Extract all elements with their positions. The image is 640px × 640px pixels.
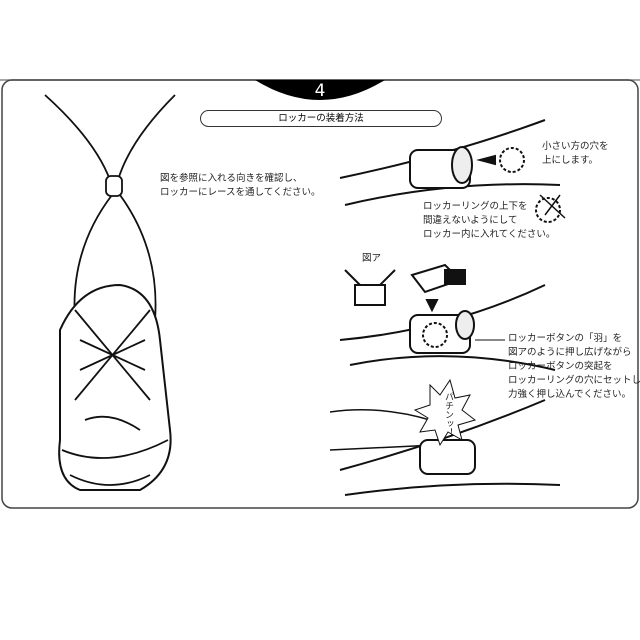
gear-icon [422, 322, 448, 348]
sound-effect: パチンッ！ [443, 392, 453, 437]
locker-step3 [329, 378, 561, 496]
step-badge [255, 80, 385, 100]
press-button-text: ロッカーボタンの「羽」を 図アのように押し広げながら ロッカーボタンの突起を ロ… [508, 332, 640, 402]
text-line: ロッカーリングの穴にセットし [508, 375, 640, 386]
gear-icon [499, 147, 525, 173]
text-line: ロッカーリングの上下を [423, 201, 528, 212]
cross-icon [539, 194, 566, 219]
small-hole-text: 小さい方の穴を 上にします。 [542, 140, 609, 168]
text-line: 図を参照に入れる向きを確認し、 [160, 173, 303, 184]
figure-label: 図ア [362, 253, 382, 264]
text-line: ロッカーボタンの突起を [508, 361, 613, 372]
text-line: ロッカーにレースを通してください。 [160, 187, 321, 198]
text-line: ロッカーボタンの「羽」を [508, 333, 623, 344]
ring-orientation-text: ロッカーリングの上下を 間違えないようにして ロッカー内に入れてください。 [423, 200, 555, 242]
step-number: 4 [314, 81, 326, 101]
text-line: 力強く押し込んでください。 [508, 389, 632, 400]
text-line: 間違えないようにして [423, 215, 518, 226]
text-line: 上にします。 [542, 155, 599, 166]
locker-step2 [339, 263, 556, 371]
locker-step1 [339, 119, 566, 223]
burst-icon [413, 378, 477, 447]
insert-lace-text: 図を参照に入れる向きを確認し、 ロッカーにレースを通してください。 [160, 172, 320, 200]
text-line: 小さい方の穴を [542, 141, 609, 152]
text-line: ロッカー内に入れてください。 [423, 229, 556, 240]
text-line: 図アのように押し広げながら [508, 347, 632, 358]
shoe-illustration [44, 94, 176, 491]
section-title: ロッカーの装着方法 [200, 110, 442, 127]
